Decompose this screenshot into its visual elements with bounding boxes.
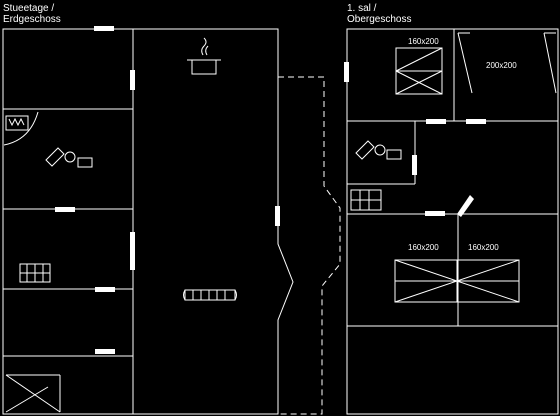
- upper-floor-label-da: 1. sal /: [347, 3, 377, 14]
- bed-icon: [395, 47, 443, 95]
- shower-icon: [5, 374, 61, 413]
- ground-floor-label-de: Erdgeschoss: [3, 14, 61, 25]
- toilet-icon: [45, 147, 93, 168]
- toilet-icon: [355, 140, 402, 160]
- upper-floor-label: 1. sal / Obergeschoss: [347, 3, 411, 25]
- bunk-bed-icon: [19, 263, 51, 283]
- upper-floor-label-de: Obergeschoss: [347, 14, 412, 25]
- pot-icon: [187, 37, 221, 75]
- bed-icon: [394, 259, 520, 303]
- bed-size-label: 160x200: [468, 243, 499, 252]
- bed-size-label: 160x200: [408, 243, 439, 252]
- fireplace-icon: [3, 111, 39, 146]
- sink-icon: [350, 189, 382, 211]
- bed-size-label: 200x200: [486, 61, 517, 70]
- bed-icon: [457, 32, 557, 94]
- ground-floor-label: Stueetage / Erdgeschoss: [3, 3, 61, 25]
- terrace-outline: [278, 76, 341, 415]
- bed-size-label: 160x200: [408, 37, 439, 46]
- ground-floor-label-da: Stueetage /: [3, 3, 55, 14]
- ground-floor-walls: [2, 28, 294, 415]
- upper-floor-walls: [346, 28, 559, 415]
- sofa-icon: [183, 289, 237, 301]
- door-openings: [55, 26, 486, 354]
